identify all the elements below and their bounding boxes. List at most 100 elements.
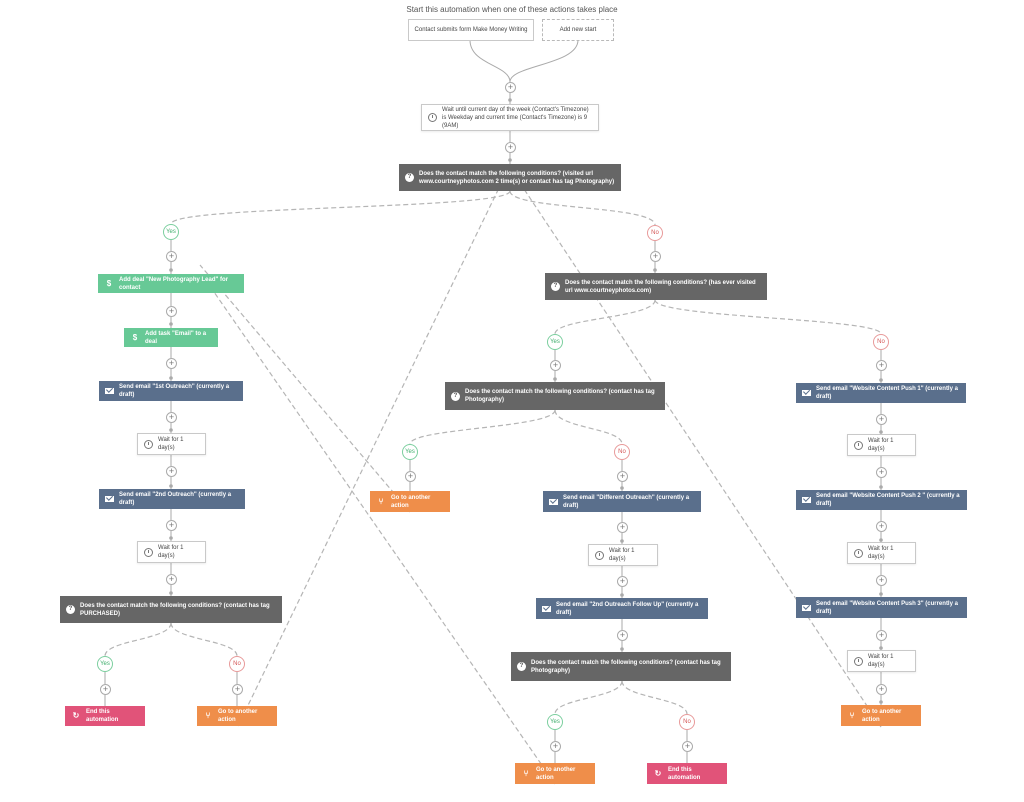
go-to-action-step[interactable]: ⑂Go to another action [515, 763, 595, 784]
add-step-button[interactable]: + [617, 576, 628, 587]
add-step-button[interactable]: + [876, 684, 887, 695]
add-step-button[interactable]: + [876, 630, 887, 641]
wait-weekday-step[interactable]: Wait until current day of the week (Cont… [421, 104, 599, 131]
trigger-form-submit[interactable]: Contact submits form Make Money Writing [408, 19, 534, 41]
envelope-icon [542, 605, 551, 612]
clock-icon [854, 440, 863, 450]
end-automation-step[interactable]: ↻End this automation [65, 706, 145, 726]
question-icon: ? [551, 282, 560, 291]
goto-label: Go to another action [218, 709, 258, 723]
condition-ever-visited-label: Does the contact match the following con… [565, 279, 756, 294]
send-email-website-push-3[interactable]: Send email "Website Content Push 3" (cur… [796, 597, 967, 618]
add-step-button[interactable]: + [505, 142, 516, 153]
end-label: End this automation [86, 709, 119, 723]
send-email-1st-outreach[interactable]: Send email "1st Outreach" (currently a d… [99, 381, 243, 401]
envelope-icon [802, 604, 811, 611]
goto-label: Go to another action [391, 494, 431, 509]
send-email-website-push-1[interactable]: Send email "Website Content Push 1" (cur… [796, 383, 966, 403]
go-to-action-step[interactable]: ⑂ Go to another action [197, 706, 277, 726]
send-email-2nd-outreach[interactable]: Send email "2nd Outreach" (currently a d… [99, 489, 245, 509]
add-step-button[interactable]: + [405, 471, 416, 482]
condition-purchased-label: Does the contact match the following con… [80, 602, 270, 617]
branch-no: No [873, 334, 889, 350]
condition-tag-photography-2[interactable]: ?Does the contact match the following co… [511, 652, 731, 681]
wait-step[interactable]: Wait for 1 day(s) [137, 541, 206, 563]
send-email-2nd-outreach-follow-up[interactable]: Send email "2nd Outreach Follow Up" (cur… [536, 598, 708, 619]
dollar-icon: $ [106, 278, 112, 288]
email-different-label: Send email "Different Outreach" (current… [563, 494, 690, 509]
branch-icon: ⑂ [849, 710, 855, 720]
add-step-button[interactable]: + [166, 574, 177, 585]
condition-visited-label: Does the contact match the following con… [419, 170, 615, 185]
email-push3-label: Send email "Website Content Push 3" (cur… [816, 600, 958, 615]
add-step-button[interactable]: + [232, 684, 243, 695]
goto-label: Go to another action [536, 766, 576, 781]
branch-no: No [229, 656, 245, 672]
condition-tag-label: Does the contact match the following con… [465, 389, 655, 403]
add-new-start-button[interactable]: Add new start [542, 19, 614, 41]
add-step-button[interactable]: + [166, 306, 177, 317]
wait-step[interactable]: Wait for 1 day(s) [847, 542, 916, 564]
add-step-button[interactable]: + [550, 360, 561, 371]
branch-no: No [647, 225, 663, 241]
branch-icon: ⑂ [378, 496, 384, 506]
branch-yes: Yes [547, 714, 563, 730]
wait-step[interactable]: Wait for 1 day(s) [847, 434, 916, 456]
end-automation-step[interactable]: ↻End this automation [647, 763, 727, 784]
condition-purchased[interactable]: ? Does the contact match the following co… [60, 596, 282, 623]
add-step-button[interactable]: + [617, 471, 628, 482]
add-task-label: Add task "Email" to a deal [145, 330, 207, 345]
clock-icon [595, 550, 604, 560]
add-step-button[interactable]: + [166, 358, 177, 369]
branch-icon: ⑂ [205, 711, 211, 720]
add-step-button[interactable]: + [876, 521, 887, 532]
goto-label: Go to another action [862, 708, 902, 723]
branch-yes: Yes [163, 224, 179, 240]
email-push2-label: Send email "Website Content Push 2 " (cu… [816, 493, 960, 507]
add-step-button[interactable]: + [682, 741, 693, 752]
go-to-action-step[interactable]: ⑂ Go to another action [370, 491, 450, 512]
add-deal-label: Add deal "New Photography Lead" for cont… [119, 276, 229, 291]
add-step-button[interactable]: + [166, 520, 177, 531]
wait-label: Wait for 1 day(s) [609, 548, 635, 562]
clock-icon [854, 548, 863, 558]
add-new-start-label: Add new start [559, 27, 597, 33]
email-follow-label: Send email "2nd Outreach Follow Up" (cur… [556, 601, 699, 616]
dollar-icon: $ [132, 332, 138, 342]
envelope-icon [802, 497, 811, 503]
add-step-button[interactable]: + [617, 522, 628, 533]
envelope-icon [105, 496, 114, 502]
add-step-button[interactable]: + [876, 414, 887, 425]
condition-tag-photography[interactable]: ? Does the contact match the following co… [445, 382, 665, 410]
add-task-step[interactable]: $ Add task "Email" to a deal [124, 328, 218, 347]
condition-ever-visited[interactable]: ? Does the contact match the following co… [545, 273, 767, 300]
add-step-button[interactable]: + [876, 360, 887, 371]
question-icon: ? [451, 391, 460, 401]
add-step-button[interactable]: + [100, 684, 111, 695]
add-step-button[interactable]: + [876, 575, 887, 586]
condition-visited-url[interactable]: ?Does the contact match the following co… [399, 164, 621, 191]
send-email-website-push-2[interactable]: Send email "Website Content Push 2 " (cu… [796, 490, 967, 510]
clock-icon [854, 656, 863, 666]
wait-step[interactable]: Wait for 1 day(s) [588, 544, 658, 566]
add-step-button[interactable]: + [505, 82, 516, 93]
question-icon: ? [66, 605, 75, 614]
add-step-button[interactable]: + [166, 466, 177, 477]
add-step-button[interactable]: + [876, 467, 887, 478]
go-to-action-step[interactable]: ⑂ Go to another action [841, 705, 921, 726]
envelope-icon [105, 388, 114, 394]
end-icon: ↻ [654, 768, 662, 778]
add-step-button[interactable]: + [650, 251, 661, 262]
send-email-different-outreach[interactable]: Send email "Different Outreach" (current… [543, 491, 701, 512]
branch-no: No [679, 714, 695, 730]
wait-step[interactable]: Wait for 1 day(s) [847, 650, 916, 672]
add-step-button[interactable]: + [166, 412, 177, 423]
wait-step[interactable]: Wait for 1 day(s) [137, 433, 206, 455]
add-step-button[interactable]: + [166, 251, 177, 262]
branch-yes: Yes [402, 444, 418, 460]
add-step-button[interactable]: + [550, 741, 561, 752]
add-step-button[interactable]: + [617, 630, 628, 641]
add-deal-step[interactable]: $ Add deal "New Photography Lead" for con… [98, 274, 244, 293]
wait-label: Wait for 1 day(s) [868, 438, 894, 452]
email-2nd-label: Send email "2nd Outreach" (currently a d… [119, 492, 232, 506]
